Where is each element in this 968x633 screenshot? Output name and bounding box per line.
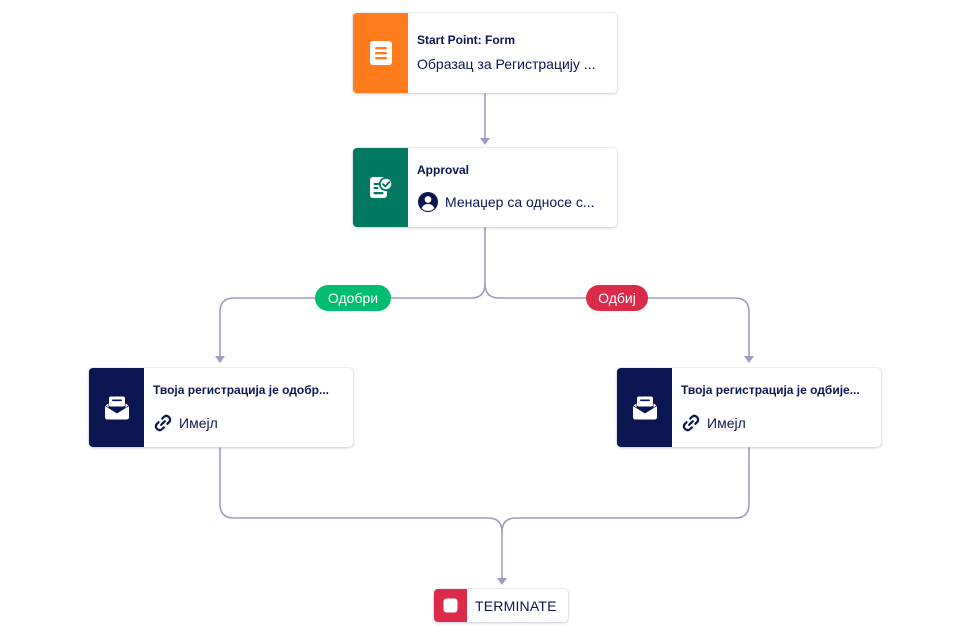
email-denied-node[interactable]: Твоја регистрација је одбије... Имејл <box>617 368 881 447</box>
connector-approved-to-terminate <box>219 447 503 581</box>
terminate-label: TERMINATE <box>475 597 557 614</box>
connector-approval-to-denied <box>484 283 750 359</box>
terminate-icon-panel <box>434 589 467 622</box>
email-approved-node-body: Твоја регистрација је одобр... Имејл <box>144 368 353 447</box>
approval-node[interactable]: Approval Менаџер са односе с... <box>353 148 617 227</box>
approval-node-body: Approval Менаџер са односе с... <box>408 148 617 227</box>
email-approved-node[interactable]: Твоја регистрација је одобр... Имејл <box>89 368 353 447</box>
start-node-title: Start Point: Form <box>417 33 515 47</box>
arrowhead-approved <box>215 356 225 363</box>
form-document-icon <box>369 41 392 65</box>
approve-branch-text: Одобри <box>327 290 379 306</box>
approval-icon-panel <box>353 148 408 227</box>
arrowhead-denied <box>744 356 754 363</box>
email-approved-node-title: Твоја регистрација је одобр... <box>153 382 329 397</box>
deny-branch-label: Одбиј <box>586 285 648 311</box>
approval-check-icon <box>369 176 393 198</box>
deny-branch-text: Одбиј <box>598 290 636 306</box>
approval-node-subtitle: Менаџер са односе с... <box>417 191 609 213</box>
start-icon-panel <box>353 13 408 93</box>
stop-square-icon <box>443 598 458 613</box>
email-denied-icon-panel <box>617 368 672 447</box>
email-denied-node-subtitle: Имејл <box>681 413 873 433</box>
envelope-open-icon <box>632 396 657 419</box>
connector-denied-to-terminate <box>501 447 750 533</box>
email-denied-node-body: Твоја регистрација је одбије... Имејл <box>672 368 881 447</box>
start-node-body: Start Point: Form Образац за Регистрациј… <box>408 13 617 93</box>
email-approved-node-subtitle: Имејл <box>153 413 345 433</box>
email-approved-node-type: Имејл <box>179 414 218 431</box>
email-denied-node-type: Имејл <box>707 414 746 431</box>
arrowhead-terminate <box>497 578 507 585</box>
envelope-open-icon <box>104 396 129 419</box>
approve-branch-label: Одобри <box>315 285 391 311</box>
link-icon <box>681 413 701 433</box>
email-approved-icon-panel <box>89 368 144 447</box>
start-node-subtitle: Образац за Регистрацију ... <box>417 55 609 73</box>
approval-node-title: Approval <box>417 162 470 177</box>
start-point-node[interactable]: Start Point: Form Образац за Регистрациј… <box>353 13 617 93</box>
start-node-form-name: Образац за Регистрацију ... <box>417 56 596 72</box>
terminate-node[interactable]: TERMINATE <box>434 589 568 622</box>
link-icon <box>153 413 173 433</box>
user-avatar-icon <box>417 191 439 213</box>
approval-node-assignee: Менаџер са односе с... <box>445 193 595 210</box>
arrowhead-approval <box>480 138 490 145</box>
email-denied-node-title: Твоја регистрација је одбије... <box>681 382 860 397</box>
